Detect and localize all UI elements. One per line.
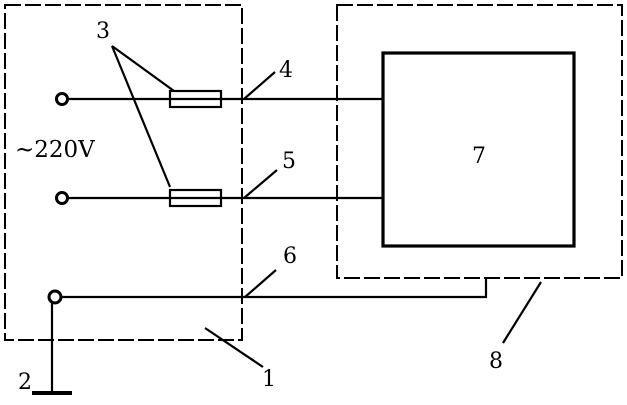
label-4: 4 bbox=[279, 58, 293, 83]
label-1: 1 bbox=[262, 367, 276, 392]
label-5: 5 bbox=[282, 149, 296, 174]
terminal-bottom bbox=[47, 289, 63, 305]
leader-lines bbox=[110, 45, 542, 368]
terminal-top bbox=[55, 92, 69, 106]
terminal-middle bbox=[55, 191, 69, 205]
label-7: 7 bbox=[472, 144, 486, 169]
label-8: 8 bbox=[489, 349, 503, 374]
label-6: 6 bbox=[283, 244, 297, 269]
enclosure-8 bbox=[336, 4, 623, 279]
load-box-7 bbox=[381, 51, 576, 248]
enclosure-1 bbox=[4, 4, 243, 341]
fuse-top bbox=[168, 89, 223, 109]
label-3: 3 bbox=[96, 19, 110, 44]
fuse-bottom bbox=[168, 188, 223, 208]
label-2: 2 bbox=[18, 370, 32, 395]
line-6 bbox=[62, 278, 488, 299]
ground-symbol bbox=[32, 303, 72, 395]
label-voltage: ~220V bbox=[15, 137, 95, 163]
